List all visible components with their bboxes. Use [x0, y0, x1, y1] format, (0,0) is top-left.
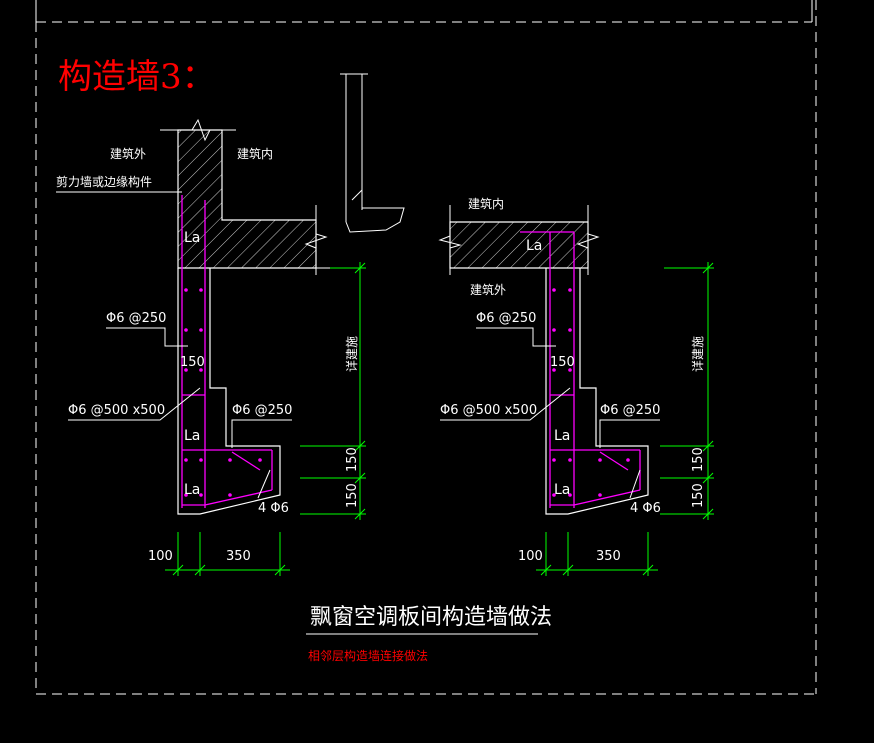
right-outside-label: 建筑外 [470, 282, 506, 297]
left-horizontal-dimensions [165, 532, 290, 576]
left-member-label: 剪力墙或边缘构件 [56, 174, 152, 189]
left-la-bot: La [184, 482, 200, 498]
right-wall-outline [545, 268, 649, 515]
right-horizontal-dimensions [536, 532, 658, 576]
left-inside-label: 建筑内 [237, 146, 273, 161]
detail-caption: 飘窗空调板间构造墙做法 [310, 605, 552, 630]
right-la-bot: La [554, 482, 570, 498]
left-dim-150-b: 150 [345, 447, 360, 472]
right-dim-150-c: 150 [691, 483, 706, 508]
left-dim-350: 350 [226, 549, 251, 564]
left-rebar-top-label: Φ6 @250 [106, 311, 166, 326]
right-dim-height: 详建施 [690, 336, 705, 372]
left-rebar-dots [184, 288, 262, 497]
right-rebar-bottom-label: Φ6 @250 [600, 403, 660, 418]
right-rebar-dots [552, 288, 630, 497]
left-outside-label: 建筑外 [110, 146, 146, 161]
right-bars-label: 4 Φ6 [630, 501, 661, 516]
drawing-title: 构造墙3： [58, 57, 216, 97]
left-detail: 建筑外 建筑内 剪力墙或边缘构件 La La La Φ6 @250 150 Φ6… [56, 118, 366, 576]
right-vertical-dimensions [660, 262, 714, 520]
left-bars-label: 4 Φ6 [258, 501, 289, 516]
right-dim-150-a: 150 [550, 355, 575, 370]
right-detail: 建筑内 建筑外 La La La Φ6 @250 150 Φ6 @500 x50… [438, 196, 714, 576]
right-la-mid: La [554, 428, 570, 444]
left-la-mid: La [184, 428, 200, 444]
left-la-top: La [184, 230, 200, 246]
right-dim-150-b: 150 [691, 447, 706, 472]
left-dim-height: 详建施 [344, 336, 359, 372]
left-vertical-dimensions [300, 262, 366, 520]
right-dim-350: 350 [596, 549, 621, 564]
left-rebar-group [181, 195, 273, 508]
drawing-frame [35, 0, 817, 695]
detail-note: 相邻层构造墙连接做法 [308, 648, 428, 663]
left-dim-100: 100 [148, 549, 173, 564]
right-la-top: La [526, 238, 542, 254]
right-rebar-mesh-label: Φ6 @500 x500 [440, 403, 537, 418]
window-sill-sketch [340, 73, 405, 233]
right-concrete-section [449, 221, 589, 269]
right-dim-100: 100 [518, 549, 543, 564]
left-rebar-mesh-label: Φ6 @500 x500 [68, 403, 165, 418]
left-rebar-bottom-label: Φ6 @250 [232, 403, 292, 418]
right-inside-label: 建筑内 [468, 196, 504, 211]
left-wall-outline [177, 268, 281, 515]
left-dim-150-a: 150 [180, 355, 205, 370]
right-rebar-top-label: Φ6 @250 [476, 311, 536, 326]
left-dim-150-c: 150 [345, 483, 360, 508]
